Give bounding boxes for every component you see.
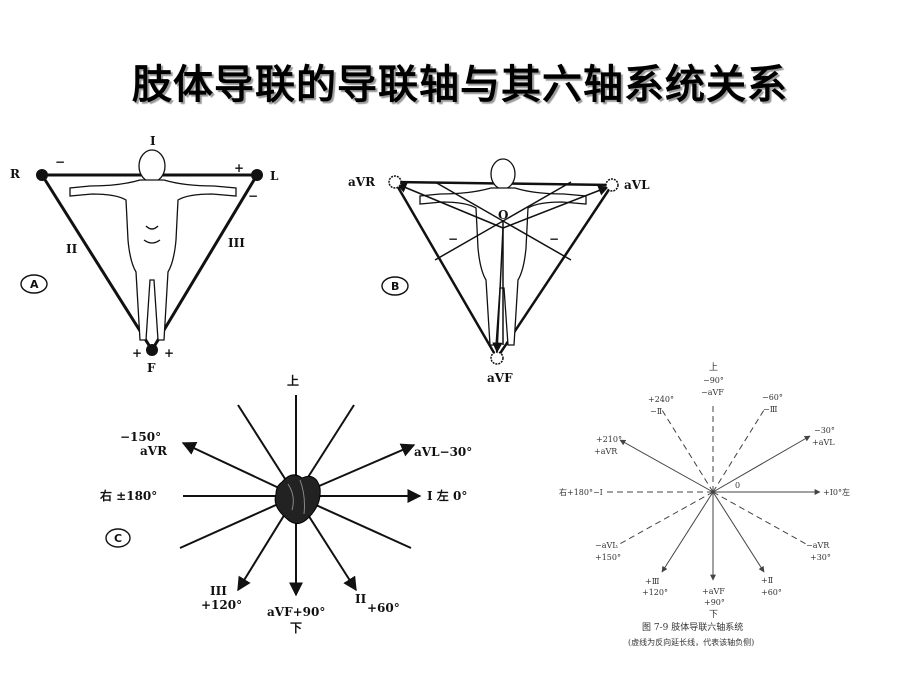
fig-p240-label: +240° [648,395,674,404]
fig-p30-label: +30° [810,553,831,562]
lead-i-label: I [150,134,156,148]
electrode-f [146,344,158,356]
marker-c-ring [105,528,131,548]
right-180-label: 右 ±180° [99,488,157,503]
marker-b: B [391,280,399,293]
figure-7-9-axes [605,402,821,581]
iii-c-label: III [210,584,227,598]
fig-plusi0-label: +Ⅰ0°左 [823,487,850,497]
fig-bottom-label: 下 [709,610,718,620]
panel-b-augmented: aVR aVL aVF O − − B [348,158,650,385]
minus-left-sign: − [448,232,458,246]
fig-top-label: 上 [709,362,718,373]
fig-minus-avf-label: −aVF [701,388,724,397]
electrode-avr [388,175,402,189]
page-title: 肢体导联的导联轴与其六轴系统关系 [132,62,788,108]
electrode-avf [490,351,504,365]
fig-p210-label: +210° [596,435,622,444]
fig-zero-label: 0 [735,481,740,490]
minus-l-sign: − [248,189,258,203]
plus-f-left-sign: + [132,346,142,360]
fig-plus-iii-label: +Ⅲ [645,577,660,586]
avf-label: aVF [487,371,513,385]
minus-r-sign: − [55,155,65,169]
fig-caption: 图 7-9 肢体导联六轴系统 [642,621,743,633]
fig-p90-label: +90° [704,598,725,607]
marker-c: C [114,532,122,545]
r-label: R [10,167,21,181]
fig-plus-avl-label: +aVL [812,438,835,447]
marker-a-ring [20,274,48,294]
top-label: 上 [287,373,299,388]
avr-label: aVR [348,175,376,189]
avr-deg-label: −150° [120,430,161,444]
lead-iii-label: III [228,236,245,250]
plus-f-right-sign: + [164,346,174,360]
lead-ii-label: II [66,242,78,256]
fig-plus-avr-label: +aVR [594,447,618,456]
avl-c-label: aVL−30° [414,445,472,459]
avr-c-label: aVR [140,444,168,458]
fig-p120-label: +120° [642,588,668,597]
fig-minus90-label: −90° [703,376,724,385]
bottom-label: 下 [290,621,302,635]
fig-p150-label: +150° [595,553,621,562]
electrode-r [36,169,48,181]
figure-7-9: 上 −90° −aVF +240° −Ⅱ −60° −Ⅲ −30° +aVL +… [559,362,850,647]
fig-right180-label: 右+180°−Ⅰ [559,487,603,497]
fig-p60-label: +60° [761,588,782,597]
fig-note: (虚线为反向延长线，代表该轴负侧) [628,637,754,647]
panel-c-hexaxial: 上 −150° aVR aVL−30° 右 ±180° I 左 0° III +… [99,373,472,635]
fig-minus-iii-label: −Ⅲ [763,405,778,414]
fig-m60-label: −60° [762,393,783,402]
fig-plus-avf-label: +aVF [702,587,725,596]
avf-c-label: aVF+90° [267,605,325,619]
heart-icon [274,474,321,524]
plus-l-sign: + [234,161,244,175]
center-o-label: O [498,208,508,222]
avl-label: aVL [624,178,650,192]
l-label: L [270,169,279,183]
hexaxial-lines-b [396,181,609,354]
human-figure-a [69,149,237,341]
ii-c-label: II [355,592,367,606]
lead-i-0-label: I 左 0° [427,488,467,503]
fig-minus-avl-label: −aVL [595,541,618,550]
panel-a-einthoven: I R L F II III − + − + + A [10,134,279,375]
f-label: F [147,361,156,375]
marker-a: A [30,278,39,291]
fig-minus-ii-label: −Ⅱ [650,407,662,416]
ii-deg-label: +60° [367,601,400,615]
minus-right-sign: − [549,232,559,246]
fig-plus-ii-label: +Ⅱ [761,576,773,585]
iii-deg-label: +120° [201,598,242,612]
fig-m30-label: −30° [814,426,835,435]
marker-b-ring [381,276,409,296]
electrode-avl [605,178,619,192]
fig-minus-avr-label: −aVR [806,541,830,550]
electrode-l [251,169,263,181]
